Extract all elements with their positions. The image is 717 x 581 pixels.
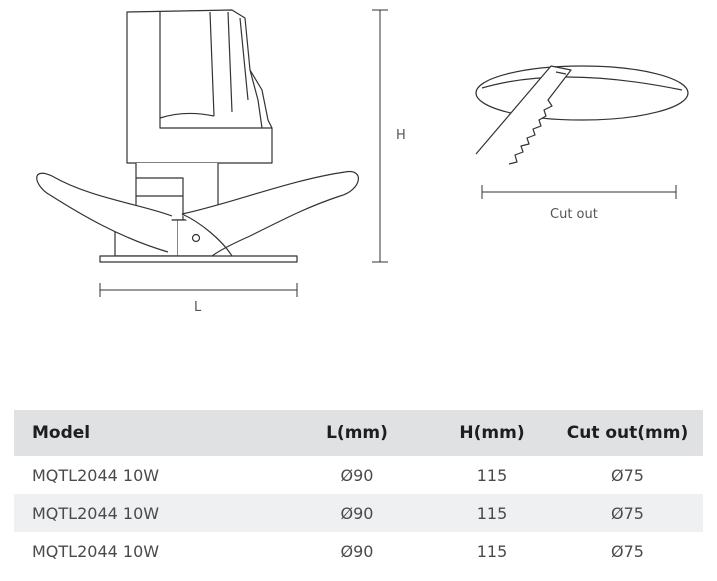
cell-model: MQTL2044 10W bbox=[32, 465, 160, 485]
header-height: H(mm) bbox=[432, 410, 552, 456]
cell-length: Ø90 bbox=[340, 541, 374, 561]
cell-length: Ø90 bbox=[340, 465, 374, 485]
cell-length: Ø90 bbox=[282, 494, 432, 532]
cell-cutout: Ø75 bbox=[611, 465, 644, 485]
downlight-side-view bbox=[36, 9, 359, 263]
cell-height: 115 bbox=[432, 494, 552, 532]
table-row: MQTL2044 10W Ø90 115 Ø75 bbox=[14, 532, 703, 570]
length-dimension bbox=[99, 283, 298, 297]
height-label: H bbox=[396, 128, 406, 143]
length-label: L bbox=[194, 300, 202, 315]
cutout-label: Cut out bbox=[550, 207, 598, 222]
cell-cutout: Ø75 bbox=[611, 541, 644, 561]
cell-model: MQTL2044 10W bbox=[32, 541, 160, 561]
height-dimension bbox=[372, 9, 388, 263]
table-header-row: Model L(mm) H(mm) Cut out(mm) bbox=[14, 410, 703, 456]
table-row: MQTL2044 10W Ø90 115 Ø75 bbox=[14, 494, 703, 532]
cell-height: 115 bbox=[476, 465, 508, 485]
header-cutout: Cut out(mm) bbox=[552, 410, 703, 456]
header-length: L(mm) bbox=[282, 410, 432, 456]
cutout-dimension bbox=[481, 185, 677, 199]
spec-table: Model L(mm) H(mm) Cut out(mm) MQTL2044 1… bbox=[14, 410, 703, 570]
table-row: MQTL2044 10W Ø90 115 Ø75 bbox=[14, 456, 703, 494]
cell-height: 115 bbox=[476, 541, 508, 561]
header-model: Model bbox=[14, 410, 282, 456]
cell-cutout: Ø75 bbox=[552, 494, 703, 532]
product-drawing bbox=[36, 9, 689, 297]
cell-model: MQTL2044 10W bbox=[14, 494, 282, 532]
cutout-illustration bbox=[475, 65, 689, 165]
